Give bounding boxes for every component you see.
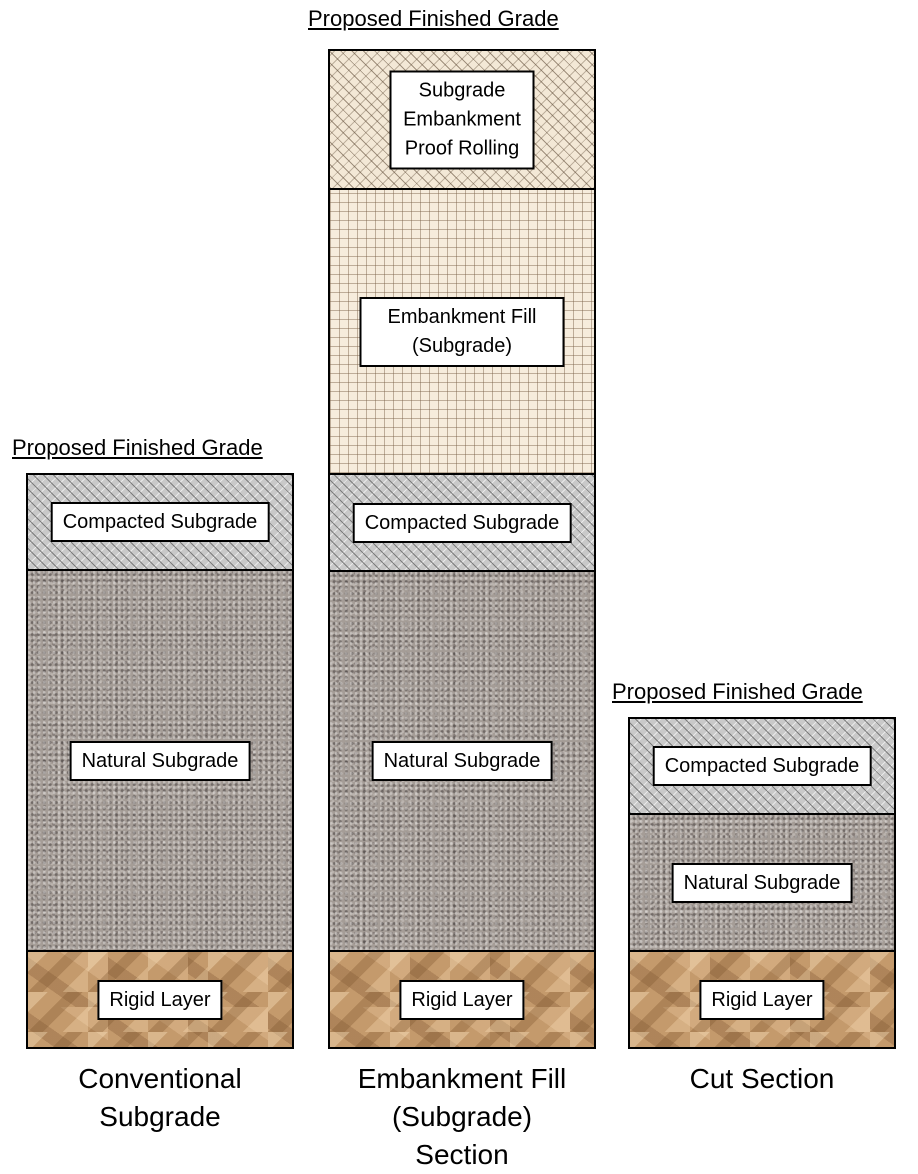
embankment-fill-label: Embankment Fill (Subgrade) <box>359 296 565 367</box>
embankment-natural-label: Natural Subgrade <box>371 741 553 781</box>
conventional-natural-label: Natural Subgrade <box>69 740 251 781</box>
cut-natural-layer: Natural Subgrade <box>628 813 896 952</box>
cut-rigid-label: Rigid Layer <box>699 979 825 1020</box>
conventional-caption: Conventional Subgrade <box>78 1063 242 1132</box>
embankment-caption: Embankment Fill (Subgrade) Section <box>357 1063 567 1170</box>
conventional-natural-layer: Natural Subgrade <box>26 569 294 952</box>
cut-compacted-layer: Compacted Subgrade <box>628 717 896 815</box>
cut-natural-label: Natural Subgrade <box>671 862 853 903</box>
embankment-proof-rolling-label: Subgrade Embankment Proof Rolling <box>389 70 535 169</box>
embankment-grade-label: Proposed Finished Grade <box>308 6 559 31</box>
embankment-compacted-label: Compacted Subgrade <box>352 502 572 543</box>
embankment-proof-rolling-layer: Subgrade Embankment Proof Rolling <box>328 49 596 190</box>
conventional-rigid-label: Rigid Layer <box>97 979 223 1020</box>
cut-caption: Cut Section <box>689 1063 835 1094</box>
conventional-compacted-label: Compacted Subgrade <box>50 502 270 542</box>
embankment-natural-layer: Natural Subgrade <box>328 570 596 952</box>
conventional-grade-label: Proposed Finished Grade <box>12 435 263 460</box>
embankment-compacted-layer: Compacted Subgrade <box>328 473 596 572</box>
cut-compacted-label: Compacted Subgrade <box>652 746 872 786</box>
embankment-rigid-label: Rigid Layer <box>399 979 525 1020</box>
conventional-compacted-layer: Compacted Subgrade <box>26 473 294 571</box>
cut-grade-label: Proposed Finished Grade <box>612 679 863 704</box>
embankment-rigid-layer: Rigid Layer <box>328 950 596 1049</box>
embankment-fill-layer: Embankment Fill (Subgrade) <box>328 188 596 475</box>
conventional-rigid-layer: Rigid Layer <box>26 950 294 1049</box>
cut-rigid-layer: Rigid Layer <box>628 950 896 1049</box>
